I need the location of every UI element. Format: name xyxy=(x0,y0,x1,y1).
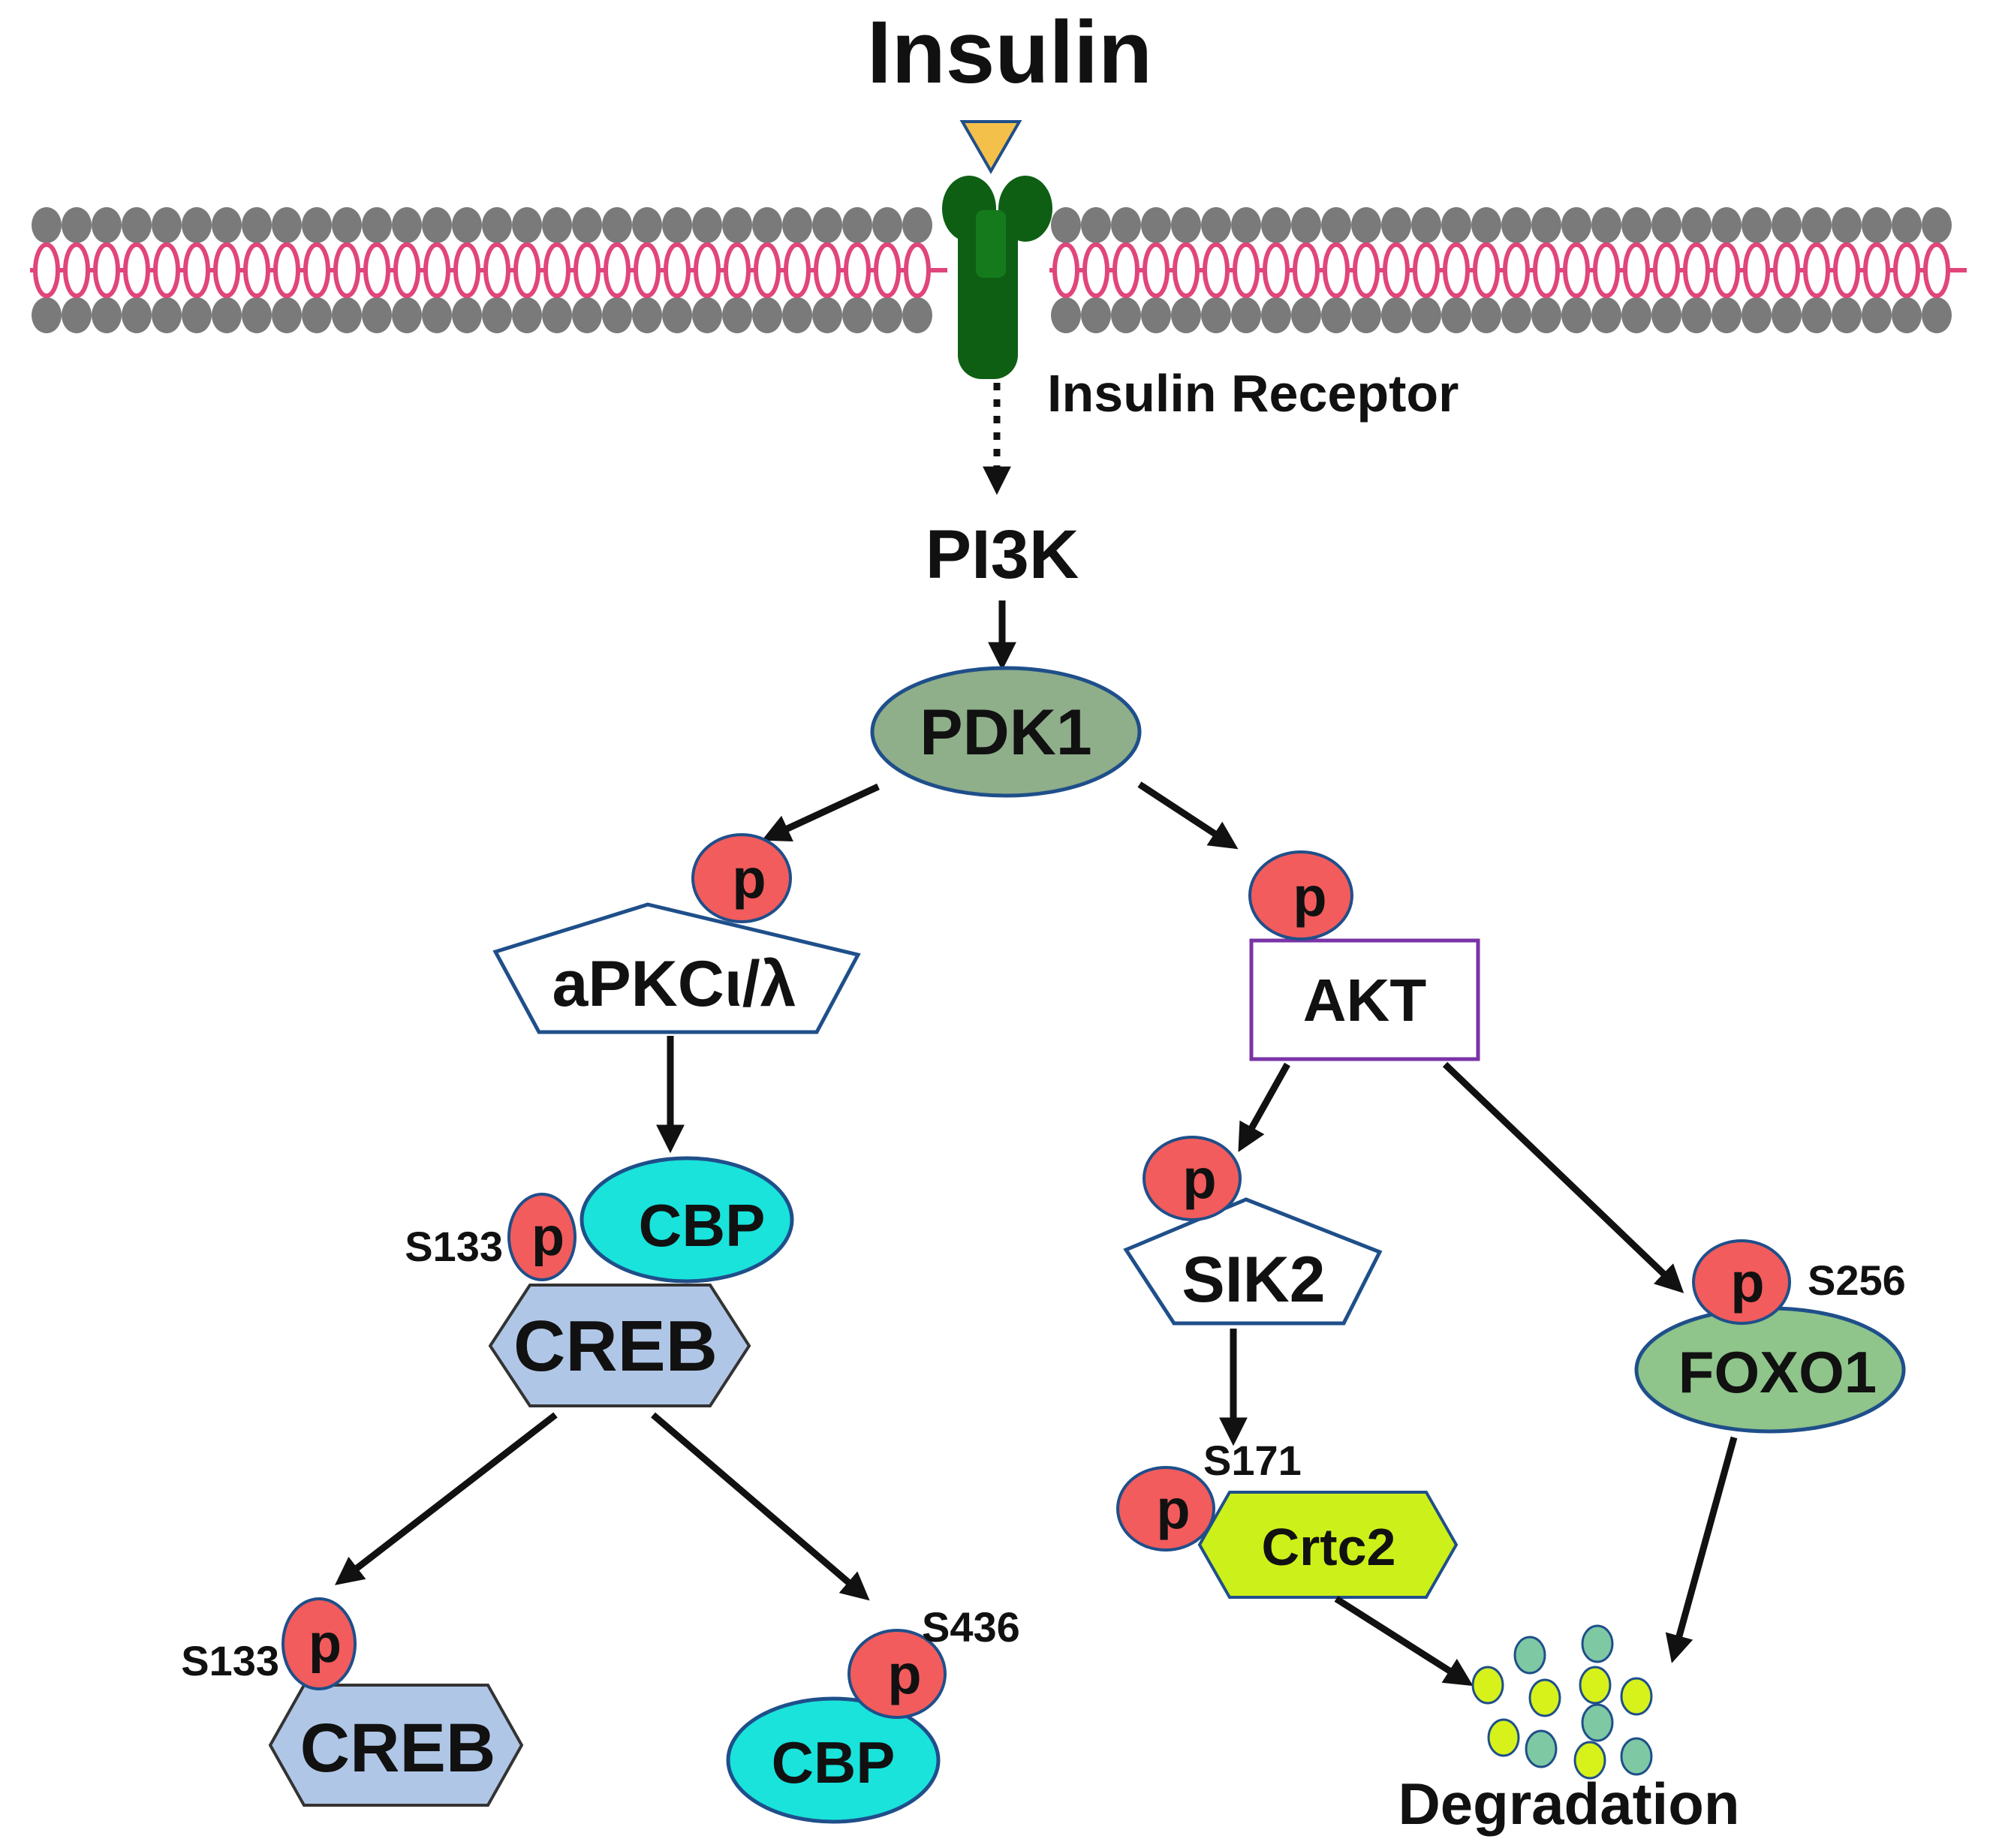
degradation-fragments-icon xyxy=(1471,1624,1653,1780)
fragment-dot xyxy=(1573,1741,1606,1780)
fragment-dot xyxy=(1581,1703,1614,1742)
arrow-creb-free xyxy=(335,1412,558,1585)
cbp-complex-label: CBP xyxy=(639,1192,766,1259)
cbp-free-site-label: S436 xyxy=(922,1603,1020,1651)
cbp-free-phospho: p xyxy=(847,1629,947,1719)
svg-text:p: p xyxy=(732,847,766,910)
receptor-label: Insulin Receptor xyxy=(1047,364,1459,423)
fragment-dot xyxy=(1525,1729,1558,1768)
arrow-pdk1-apkc xyxy=(761,783,880,842)
apkc-phospho: p xyxy=(691,833,792,923)
creb-complex-label: CREB xyxy=(513,1306,718,1386)
arrow-crtc2-degradation xyxy=(1334,1596,1474,1687)
fragment-dot xyxy=(1620,1737,1653,1776)
insulin-title: Insulin xyxy=(867,3,1152,102)
sik2-phospho: p xyxy=(1143,1136,1242,1221)
fragment-dot xyxy=(1620,1677,1653,1716)
insulin-ligand-icon xyxy=(959,120,1022,175)
crtc2-site-label: S171 xyxy=(1203,1437,1302,1484)
fragment-dot xyxy=(1528,1678,1561,1717)
arrow-akt-sik2 xyxy=(1238,1062,1290,1152)
cbp-free-node xyxy=(726,1696,941,1824)
creb-free-site-label: S133 xyxy=(181,1637,279,1684)
foxo1-phospho: p xyxy=(1692,1239,1791,1325)
arrow-pdk1-akt xyxy=(1137,781,1239,850)
cbp-free-label: CBP xyxy=(772,1729,896,1795)
crtc2-label: Crtc2 xyxy=(1262,1518,1396,1576)
fragment-dot xyxy=(1513,1636,1546,1675)
svg-text:p: p xyxy=(1156,1478,1190,1540)
sik2-node xyxy=(1123,1197,1383,1326)
arrow-cbp-free xyxy=(651,1412,870,1601)
pdk1-node xyxy=(870,666,1142,798)
svg-text:p: p xyxy=(1730,1251,1764,1314)
apkc-label: aPKCι/λ xyxy=(552,948,796,1020)
fragment-dot xyxy=(1487,1718,1520,1757)
sik2-label: SIK2 xyxy=(1182,1244,1325,1316)
degradation-label: Degradation xyxy=(1398,1771,1739,1837)
cbp-complex-node xyxy=(580,1156,794,1284)
creb-free-phospho: p xyxy=(281,1597,357,1690)
foxo1-site-label: S256 xyxy=(1808,1257,1906,1304)
pdk1-label: PDK1 xyxy=(920,697,1091,769)
pi3k-label: PI3K xyxy=(926,516,1079,593)
creb-free-label: CREB xyxy=(300,1710,496,1786)
akt-phospho: p xyxy=(1248,850,1353,941)
svg-text:p: p xyxy=(309,1614,342,1674)
crtc2-phospho: p xyxy=(1116,1466,1215,1552)
svg-text:p: p xyxy=(1182,1148,1216,1210)
akt-label: AKT xyxy=(1303,967,1427,1034)
cell-membrane xyxy=(30,207,1967,333)
svg-text:p: p xyxy=(887,1643,921,1705)
fragment-dot xyxy=(1471,1666,1504,1705)
arrow-akt-foxo1 xyxy=(1442,1061,1684,1293)
arrow-foxo1-degradation xyxy=(1665,1436,1738,1663)
foxo1-label: FOXO1 xyxy=(1678,1339,1877,1405)
fragment-dot xyxy=(1581,1624,1614,1663)
svg-text:p: p xyxy=(1293,865,1326,928)
akt-node xyxy=(1249,938,1480,1061)
apkc-node xyxy=(492,902,861,1034)
creb-complex-phospho: p xyxy=(507,1193,577,1281)
creb-complex-site-label: S133 xyxy=(405,1223,503,1270)
creb-complex-node xyxy=(488,1284,751,1407)
fragment-dot xyxy=(1579,1666,1612,1705)
crtc2-node xyxy=(1197,1491,1459,1599)
svg-text:p: p xyxy=(531,1207,564,1267)
insulin-receptor-icon xyxy=(942,176,1052,379)
